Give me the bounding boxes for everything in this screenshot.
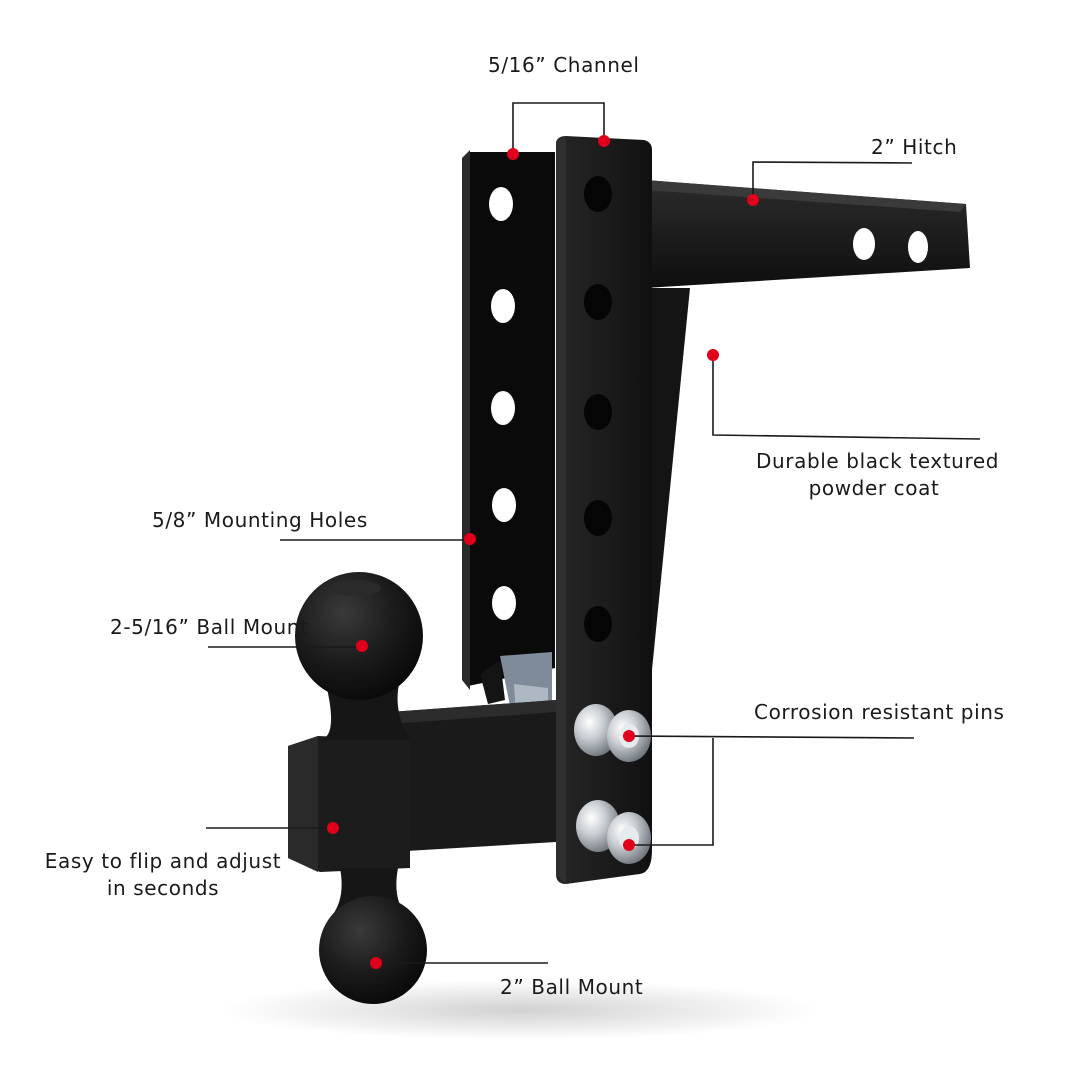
ball-mount-bottom [319, 868, 427, 1004]
label-flip-adjust-line2: in seconds [106, 876, 220, 900]
label-powder-coat-line1: Durable black textured [756, 449, 1000, 473]
hitch-hole [853, 228, 875, 260]
callout-dot [370, 957, 382, 969]
label-channel: 5/16” Channel [488, 53, 640, 77]
label-flip-adjust: Easy to flip and adjust in seconds [40, 848, 286, 902]
callout-dot [598, 135, 610, 147]
ball-mount-top [295, 572, 423, 740]
callout-line-pins-lower [629, 738, 714, 846]
callout-line-coat [712, 356, 981, 440]
label-mounting-holes: 5/8” Mounting Holes [152, 508, 368, 532]
label-hitch: 2” Hitch [871, 135, 958, 159]
callout-line-pins [628, 735, 915, 739]
back-plate-holes [489, 187, 516, 620]
callout-line-hitch [752, 161, 913, 200]
label-powder-coat-line2: powder coat [808, 476, 940, 500]
callout-dot [623, 839, 635, 851]
callout-lines [206, 102, 981, 964]
callout-dot [327, 822, 339, 834]
callout-dot [507, 148, 519, 160]
callout-dot [464, 533, 476, 545]
front-channel-plate [556, 136, 652, 884]
callout-line-channel [512, 102, 605, 152]
label-ball-mount-bottom: 2” Ball Mount [500, 975, 644, 999]
front-plate-holes [584, 176, 612, 642]
hitch-hole [908, 231, 928, 263]
pin-bottom [576, 800, 651, 864]
label-flip-adjust-line1: Easy to flip and adjust [44, 849, 282, 873]
label-powder-coat: Durable black textured powder coat [756, 448, 1000, 502]
callout-dot [356, 640, 368, 652]
back-channel-plate [462, 150, 555, 690]
hitch-shank [645, 180, 970, 690]
callout-dot [747, 194, 759, 206]
callout-dots [327, 135, 759, 969]
callout-dot [623, 730, 635, 742]
ball-mount-assembly [288, 652, 556, 872]
label-ball-mount-top: 2-5/16” Ball Mount [110, 615, 309, 639]
label-pins: Corrosion resistant pins [754, 700, 1005, 724]
callout-dot [707, 349, 719, 361]
